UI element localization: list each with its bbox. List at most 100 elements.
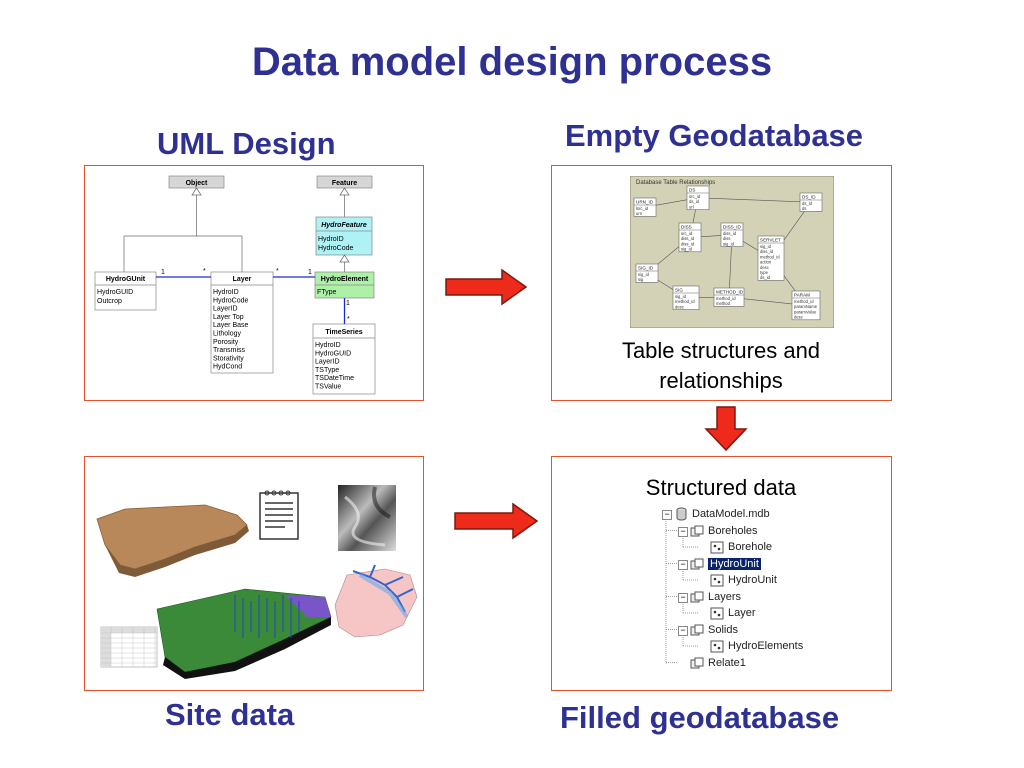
document-icon [259,490,299,540]
uml-attr: Storativity [213,355,244,362]
caption-line: Table structures and [621,338,821,363]
db-table-name: SERVLET [760,238,781,243]
db-field: sig [638,277,644,282]
uml-object-inherit-arrow [191,187,202,196]
db-field: desc [760,265,769,270]
db-field: sig_id [638,272,650,277]
db-field: paramValue [794,309,817,314]
uml-hydrogunit-class [94,271,157,311]
db-field: action [760,260,772,265]
collapse-icon[interactable]: − [678,526,688,537]
uml-mult: 1 [308,269,312,276]
feature-dataset-icon [690,525,704,537]
collapse-icon[interactable]: − [662,510,672,520]
uml-attr: HydCond [213,364,242,371]
db-table-name: SIG_ID [638,266,654,271]
db-field: desc [794,315,803,320]
db-field: sig_id [675,294,687,299]
db-field: method_id [794,299,814,304]
db-field: ds_id [689,199,700,204]
stream-network [352,564,414,613]
uml-hydrofeature-class [315,216,373,256]
uml-hydrofeature-label: HydroFeature [321,222,367,229]
uml-attr: HydroCode [213,297,249,304]
uml-attr: Layer Base [213,322,249,329]
db-table-name: METHOD_ID [716,290,744,295]
uml-diagram: Object Feature HydroFeature HydroID Hydr… [94,175,376,395]
site-data-images [96,485,418,679]
feature-dataset-icon [690,657,704,669]
feature-dataset-icon [690,591,704,603]
db-field: desc [675,304,684,309]
site-data-panel [84,456,424,691]
db-field: diss_id [681,241,695,246]
uml-timeseries-attrs: HydroIDHydroGUIDLayerIDTSTypeTSDateTimeT… [315,342,354,391]
db-field: diss_id [760,249,774,254]
db-relationship-diagram: Database Table Relationships DSsrc_idds_… [630,176,834,328]
uml-attr: TSDateTime [315,375,354,382]
feature-dataset-icon [690,558,704,570]
db-table-name: DISS_ID [723,225,742,230]
uml-timeseries-class [312,323,376,395]
empty-geodatabase-heading: Empty Geodatabase [565,118,864,153]
db-field: diss_id [723,231,737,236]
uml-layer-label: Layer [233,276,252,283]
page-title: Data model design process [251,40,773,84]
uml-attr: Layer Top [213,314,244,321]
db-field: method_id [716,296,736,301]
site-data-heading: Site data [165,697,295,732]
db-field: type [760,270,769,275]
db-table: SERVLETsig_iddiss_idmethod_idactiondesct… [757,235,785,281]
collapse-icon[interactable]: − [678,559,688,570]
uml-hydroelement-attr: FType [317,289,337,296]
uml-attr: Lithology [213,331,242,338]
db-field: method_id [760,254,780,259]
tree-item-label: Boreholes [708,524,758,537]
tree-item-label: Borehole [728,541,773,553]
map-image [334,568,418,638]
tree-root-label: DataModel.mdb [692,508,770,520]
db-field: sig_id [760,244,772,249]
db-field: paramName [794,304,818,309]
uml-design-heading: UML Design [157,126,336,161]
database-icon [676,507,687,521]
uml-attr: HydroID [213,289,239,296]
dem-raster-image [338,485,396,551]
arrow-down-icon [704,406,748,452]
tree-item-label: Layers [708,590,742,603]
db-field: method [716,301,731,306]
collapse-icon[interactable]: − [678,625,688,636]
uml-hydrofeature-attr: HydroCode [318,245,354,252]
collapse-icon[interactable]: − [678,592,688,603]
feature-class-icon [710,607,724,620]
db-field: url [689,204,694,209]
uml-mult: 1 [161,269,165,276]
db-table-name: SIG [675,288,683,293]
db-field: ds [802,206,806,211]
uml-feature-label: Feature [332,180,357,187]
db-table-name: URN_ID [636,200,654,205]
uml-mult: * [203,268,206,275]
uml-mult: 1 [346,300,350,307]
db-field: diss_id [681,236,695,241]
uml-hydrofeature-attr: HydroID [318,236,344,243]
db-field: urn [636,211,643,216]
db-field: method_id [675,299,695,304]
uml-hydrofeature-inherit-arrow [339,254,350,263]
feature-class-icon [710,574,724,587]
db-table-name: DS [689,188,695,193]
tree-item-label: HydroUnit [708,557,761,570]
uml-hydrogunit-attr: Outcrop [97,298,122,305]
db-field: src_id [689,194,701,199]
db-field: lsrc_id [636,206,649,211]
caption-line: relationships [659,368,783,393]
